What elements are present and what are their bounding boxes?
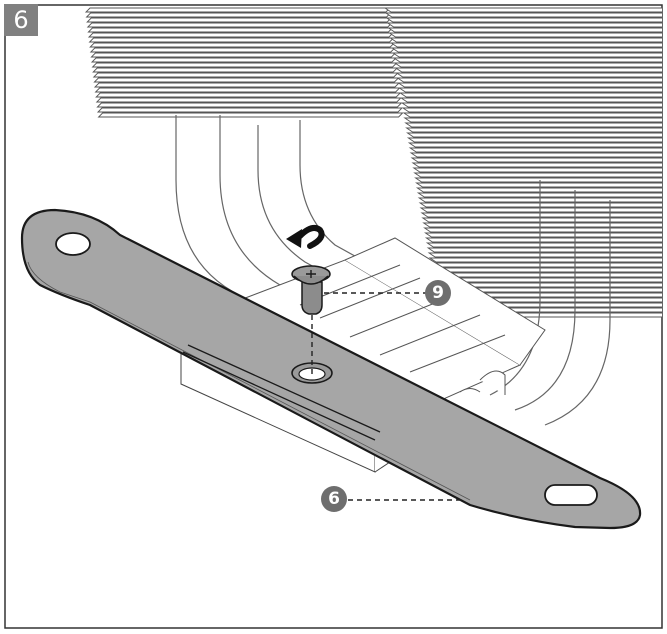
heatsink-fin [424,237,662,243]
heatsink-fin [429,262,662,268]
heatsink-fin [390,47,662,53]
heatsink-fin [396,77,662,83]
heatpipes [175,115,611,426]
heatsink-fin [96,102,403,108]
screw [291,265,331,315]
heatsink-fin [402,112,662,118]
heatsink-fins-right [383,7,662,318]
heatsink-fin [406,137,662,143]
heatsink-fin [405,127,662,133]
heatsink-fin [421,217,662,223]
heatsink-fin [92,67,399,73]
heatsink-fin [93,82,401,88]
heatsink-fin [415,187,662,193]
heatsink-fin [394,67,662,73]
heatsink-fin [395,72,662,78]
heatsink-fin [391,52,662,58]
heatsink-fin [400,102,662,108]
heatsink-fin [88,37,395,43]
heatsink-fin [397,87,662,93]
heatsink-fin [388,32,662,38]
heatsink-fin [393,62,662,68]
heatsink-fin [84,7,392,13]
heatsink-fin [417,197,662,203]
bar-slot-right [544,484,598,506]
heatsink-fin [406,132,662,138]
heatsink-fin [422,222,662,228]
heatsink-fin [431,272,662,278]
heatsink-fin [411,162,662,168]
heatsink-fin [413,172,662,178]
heatsink-fin [90,57,398,63]
heatsink-fin [407,142,662,148]
heatsink-fin [416,192,662,198]
heatsink-fin [423,227,662,233]
heatsink-fin [412,167,662,173]
heatsink-fin [414,177,662,183]
heatsink-fin [90,52,397,58]
heatsink-fin [415,182,662,188]
heatsink-fin [420,212,662,218]
heatsink-fin [385,17,662,23]
heatsink-fin [384,12,662,18]
heatsink-fin [94,87,401,93]
heatsink-fin [93,77,400,83]
heatsink-fin [87,32,395,38]
counterclockwise-arrow-icon [286,225,325,249]
heatsink-fin [401,107,662,113]
heatsink-fin [432,277,662,283]
callout-screw-label: 9 [425,280,451,306]
heatsink-fin [87,27,394,33]
heatsink-fin [388,37,662,43]
heatsink-fin [86,22,393,28]
heatsink-fin [96,107,404,113]
heatsink-fin [427,252,662,258]
heatsink-fin [85,12,392,18]
heatsink-fin [89,42,396,48]
heatsink-fin [386,22,662,28]
heatsink-fin [91,62,398,68]
heatsink-fin [387,27,662,33]
callout-mounting-bar-label: 6 [321,486,347,512]
heatsink-fin [95,92,402,98]
heatsink-fin [425,242,662,248]
heatsink-fin [404,122,662,128]
heatsink-fin [95,97,402,103]
guide-lines [311,292,465,501]
heatsink-fin [392,57,662,63]
heatsink-fin [409,152,662,158]
bar-hole-left [55,232,91,256]
step-number-badge: 6 [4,4,38,36]
heatsink-fin [403,117,662,123]
heatsink-fin [383,7,662,13]
heatsink-fin [424,232,662,238]
heatsink-fin [426,247,662,253]
heatsink-fins-left [84,7,404,118]
heatsink-fin [419,207,662,213]
heatsink-fin [410,157,662,163]
heatsink-fin [389,42,662,48]
heatsink-fin [86,17,393,23]
heatsink-fin [399,97,662,103]
heatsink-fin [97,112,404,118]
heatsink-fin [397,82,662,88]
heatsink-fin [92,72,399,78]
heatsink-fin [430,267,662,273]
heatsink-fin [418,202,662,208]
heatsink-fin [89,47,396,53]
heatsink-fin [428,257,662,263]
heatsink-fin [398,92,662,98]
heatsink-fin [408,147,662,153]
